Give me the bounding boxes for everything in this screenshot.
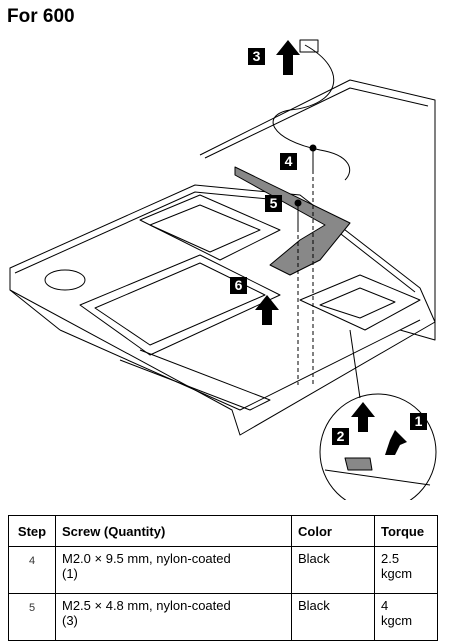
- connector-detail: [319, 287, 396, 319]
- board-area: [139, 194, 281, 261]
- row-color: Black: [291, 546, 375, 594]
- callout-2: 2: [332, 428, 349, 445]
- header-color: Color: [291, 515, 375, 547]
- guide-lines: [297, 170, 314, 385]
- header-step: Step: [8, 515, 56, 547]
- screw-qty: (1): [62, 566, 78, 581]
- base-side: [9, 289, 61, 331]
- header-screw: Screw (Quantity): [55, 515, 292, 547]
- row-color: Black: [291, 593, 375, 641]
- base-front-edge: [59, 319, 421, 411]
- callout-3: 3: [248, 48, 265, 65]
- table-row: 4 M2.0 × 9.5 mm, nylon-coated (1) Black …: [8, 546, 438, 594]
- detail-leader: [349, 329, 361, 399]
- callout-5: 5: [265, 195, 282, 212]
- callout-4: 4: [280, 153, 297, 170]
- screw-table: Step Screw (Quantity) Color Torque 4 M2.…: [8, 515, 438, 641]
- row-torque: 2.5 kgcm: [374, 546, 438, 594]
- callout-1: 1: [410, 413, 427, 430]
- speaker: [44, 269, 86, 291]
- header-torque: Torque: [374, 515, 438, 547]
- torque-value: 2.5: [381, 551, 400, 566]
- laptop-base-drawing: [9, 39, 437, 511]
- keyboard-bay-inner: [94, 262, 266, 346]
- keyboard-bay: [79, 254, 281, 356]
- row-screw: M2.5 × 4.8 mm, nylon-coated (3): [55, 593, 292, 641]
- detail-base: [324, 469, 431, 486]
- display-outline: [199, 79, 436, 341]
- screw-spec: M2.5 × 4.8 mm, nylon-coated: [62, 598, 231, 613]
- row-step: 4: [8, 546, 56, 594]
- row-screw: M2.0 × 9.5 mm, nylon-coated (1): [55, 546, 292, 594]
- page-heading: For 600: [7, 6, 75, 27]
- base-outline: [9, 184, 436, 436]
- cable-connector: [299, 39, 319, 53]
- disassembly-illustration: 3 4 5 6 2 1: [0, 30, 451, 511]
- board-detail: [149, 204, 261, 253]
- bracket: [234, 166, 351, 276]
- cable: [272, 44, 351, 181]
- table-row: 5 M2.5 × 4.8 mm, nylon-coated (3) Black …: [8, 593, 438, 641]
- detail-connector: [344, 457, 373, 471]
- torque-unit: kgcm: [381, 613, 413, 628]
- screws: [294, 144, 317, 228]
- screw-qty: (3): [62, 613, 78, 628]
- row-step: 5: [8, 593, 56, 641]
- table-header-row: Step Screw (Quantity) Color Torque: [8, 515, 438, 547]
- detail-circle: [319, 393, 437, 511]
- display-inner: [204, 87, 429, 159]
- right-connectors: [299, 274, 421, 331]
- base-top-edge: [14, 191, 416, 293]
- screw-spec: M2.0 × 9.5 mm, nylon-coated: [62, 551, 231, 566]
- torque-value: 4: [381, 598, 389, 613]
- arrows: [255, 40, 407, 455]
- callout-6: 6: [230, 277, 247, 294]
- torque-unit: kgcm: [381, 566, 413, 581]
- front-strip: [119, 349, 271, 411]
- row-torque: 4 kgcm: [374, 593, 438, 641]
